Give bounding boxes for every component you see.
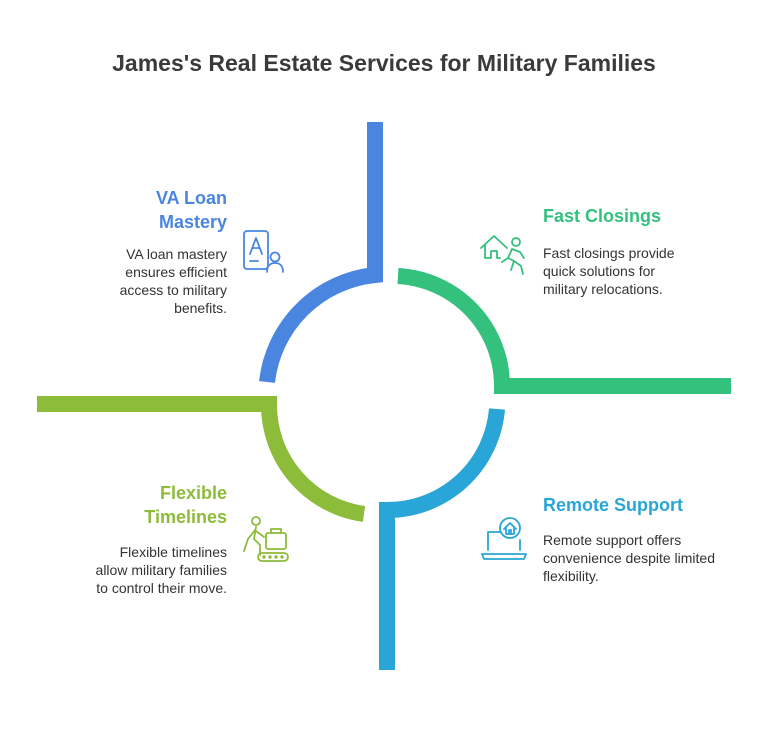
house-running-person-icon xyxy=(480,235,525,275)
laptop-house-icon xyxy=(481,517,527,560)
remote-support-description: Remote support offers convenience despit… xyxy=(543,532,715,584)
document-person-icon xyxy=(243,230,284,273)
remote-support-heading: Remote Support xyxy=(543,495,684,515)
fast-closings-arc xyxy=(397,268,731,394)
va-loan-heading: VA Loan Mastery xyxy=(156,188,227,232)
flexible-arc xyxy=(37,396,366,522)
page-title: James's Real Estate Services for Militar… xyxy=(112,50,656,76)
va-loan-description: VA loan mastery ensures efficient access… xyxy=(119,246,227,316)
flexible-description: Flexible timelines allow military famili… xyxy=(95,544,227,596)
fast-closings-description: Fast closings provide quick solutions fo… xyxy=(543,245,675,297)
flexible-heading: Flexible Timelines xyxy=(144,483,227,527)
fast-closings-heading: Fast Closings xyxy=(543,206,662,226)
remote-support-arc xyxy=(379,408,505,670)
va-loan-arc xyxy=(259,122,383,384)
person-luggage-conveyor-icon xyxy=(243,516,289,562)
